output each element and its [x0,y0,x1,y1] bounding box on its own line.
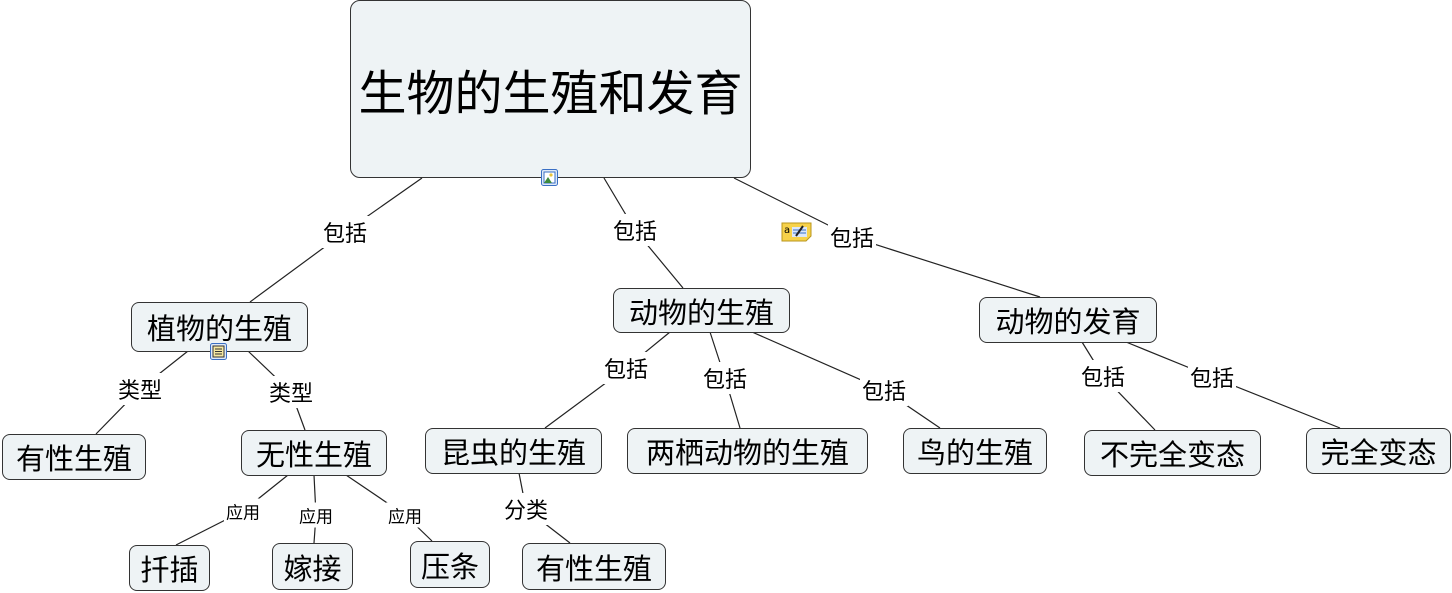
concept-cutting[interactable]: 扦插 [129,545,210,591]
link-line [751,331,941,429]
link-label: 应用 [297,502,335,528]
link-label: 应用 [224,498,262,524]
link-label: 包括 [1187,361,1237,393]
concept-sexual-reproduction[interactable]: 有性生殖 [2,434,146,480]
link-label: 包括 [827,221,877,253]
concept-incomplete-metamorphosis[interactable]: 不完全变态 [1084,430,1261,476]
link-label: 包括 [601,352,651,384]
link-label: 分类 [501,493,551,525]
link-label: 应用 [386,502,424,528]
link-label: 包括 [320,216,370,248]
link-label: 包括 [700,362,750,394]
link-label: 包括 [859,374,909,406]
concept-animal-development[interactable]: 动物的发育 [979,297,1157,343]
link-label: 类型 [115,373,165,405]
link-line [733,177,1041,298]
concept-insect-reproduction[interactable]: 昆虫的生殖 [425,428,602,474]
concept-grafting[interactable]: 嫁接 [272,543,353,590]
concept-sexual-reproduction-insect[interactable]: 有性生殖 [522,543,666,590]
concept-animal-reproduction[interactable]: 动物的生殖 [613,288,790,333]
concept-layering[interactable]: 压条 [410,541,490,588]
concept-amphibian-reproduction[interactable]: 两栖动物的生殖 [627,428,868,474]
svg-text:a: a [784,225,790,236]
document-icon[interactable] [210,343,227,360]
link-label: 类型 [266,376,316,408]
concept-root[interactable]: 生物的生殖和发育 [350,0,751,178]
concept-complete-metamorphosis[interactable]: 完全变态 [1306,428,1451,474]
image-icon[interactable] [541,169,558,186]
concept-asexual-reproduction[interactable]: 无性生殖 [241,430,387,476]
link-label: 包括 [610,214,660,246]
link-label: 包括 [1078,360,1128,392]
concept-plant-reproduction[interactable]: 植物的生殖 [131,302,308,352]
concept-bird-reproduction[interactable]: 鸟的生殖 [903,428,1047,474]
note-icon[interactable]: a [781,222,812,242]
